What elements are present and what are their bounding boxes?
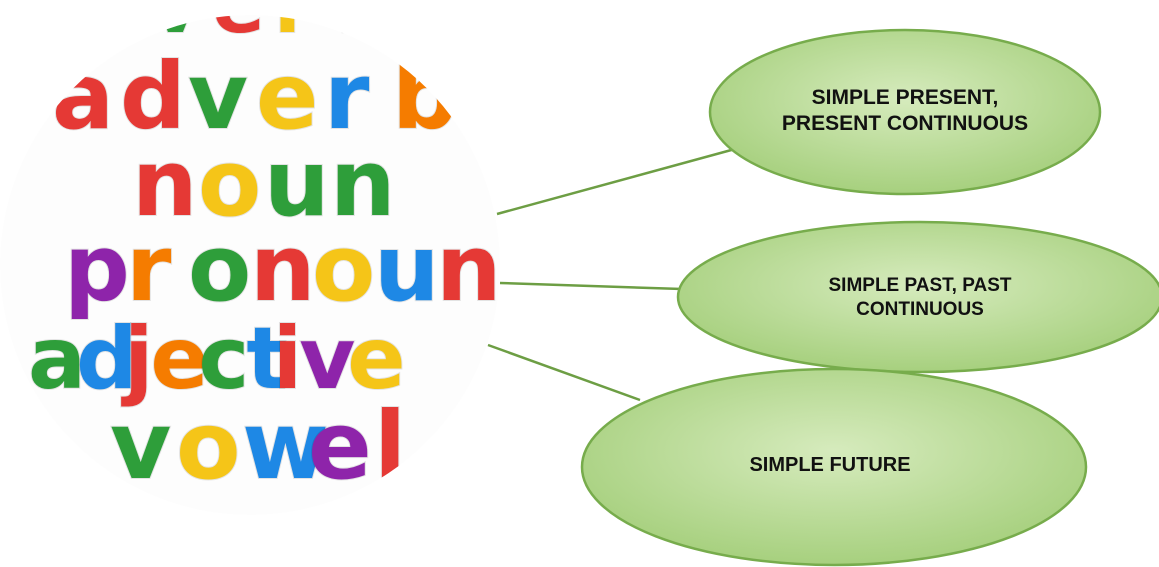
letter: v xyxy=(110,392,171,501)
oval-label-simple-future: SIMPLE FUTURE xyxy=(749,453,911,476)
oval-simple-past xyxy=(676,220,1159,374)
letter: e xyxy=(212,0,265,51)
letter: r xyxy=(126,215,172,322)
letter: i xyxy=(273,309,302,409)
letter: o xyxy=(176,392,241,501)
letter: b xyxy=(392,43,458,150)
oval-simple-present xyxy=(708,28,1102,196)
letter: o xyxy=(312,215,375,322)
letter: c xyxy=(198,309,249,409)
letter: u xyxy=(264,130,330,237)
letter: j xyxy=(121,309,153,409)
letter: t xyxy=(246,309,287,409)
connector-line-future xyxy=(487,343,641,402)
letter: d xyxy=(76,309,138,409)
oval-label-simple-present: SIMPLE PRESENT, PRESENT CONTINUOUS xyxy=(781,85,1029,135)
letter: a xyxy=(52,43,114,150)
letter: u xyxy=(374,215,440,322)
letter: w xyxy=(242,392,329,501)
letter: n xyxy=(250,215,316,322)
letter: v xyxy=(299,309,355,409)
letter: e xyxy=(150,309,208,409)
connector-line-present xyxy=(496,147,736,216)
letter: e xyxy=(256,43,318,150)
oval-simple-future xyxy=(580,367,1088,567)
letter: a xyxy=(28,309,86,409)
letter: e xyxy=(347,309,405,409)
letter: r xyxy=(324,43,370,150)
letter: v xyxy=(188,43,248,150)
letter: o xyxy=(198,130,261,237)
connector-line-past xyxy=(499,281,683,291)
oval-label-simple-past: SIMPLE PAST, PAST CONTINUOUS xyxy=(828,275,1012,320)
letter: d xyxy=(120,43,186,150)
letter: n xyxy=(132,130,198,237)
letter: o xyxy=(188,215,251,322)
letter: e xyxy=(308,392,372,501)
letter: n xyxy=(330,130,396,237)
letter: n xyxy=(436,215,502,322)
letter: p xyxy=(64,215,130,322)
letter: l xyxy=(374,392,406,501)
